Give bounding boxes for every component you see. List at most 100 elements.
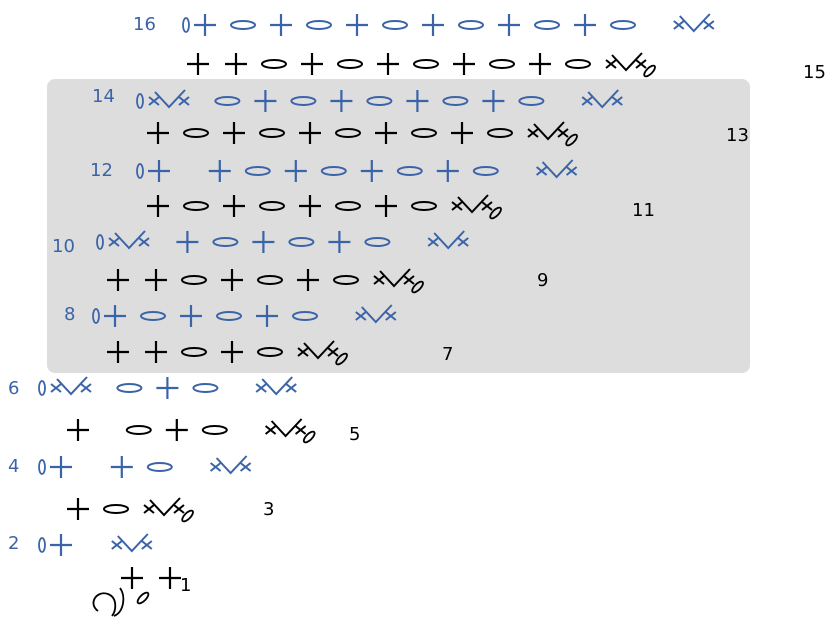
chain-symbol [487,128,513,138]
single-crochet-symbol [375,122,397,144]
row-label-5: 5 [349,424,360,445]
inc-cross-b [427,237,439,247]
single-crochet-symbol [252,231,275,253]
inc-cross-d [481,201,493,211]
chain-symbol [116,383,143,393]
chain-symbol [411,128,437,138]
row-label-16: 16 [133,14,156,35]
single-crochet-symbol [328,231,351,253]
row-label-12: 12 [90,160,113,181]
inc-cross-b [50,383,62,393]
inc-cross-b [355,311,367,321]
single-crochet-symbol [225,53,247,75]
inc-cross-b [527,128,539,138]
chain-symbol [214,96,241,106]
inc-cross-d [173,504,185,514]
chain-symbol [290,96,317,106]
single-crochet-symbol [299,195,321,217]
inc-cross-b [673,20,685,30]
single-crochet-symbol [330,90,353,112]
chain-symbol [288,237,315,247]
row-14-stitches [136,89,623,112]
chain-symbol [183,128,209,138]
inc-cross-b [255,383,267,393]
row-label-2: 2 [8,533,19,554]
chain-symbol [181,347,207,357]
single-crochet-symbol [107,341,129,363]
increase-symbol [355,304,397,324]
chain-symbol [396,166,423,176]
inc-cross-d [138,237,150,247]
row-1-stitches [121,567,181,589]
inc-cross-d [385,311,397,321]
single-crochet-symbol [297,269,319,291]
chain-symbol [259,201,285,211]
chain-symbol [534,20,560,30]
increase-symbol [427,230,469,250]
single-crochet-symbol [67,419,89,441]
inc-cross-b [108,237,120,247]
chain-symbol [244,166,271,176]
single-crochet-symbol [375,195,397,217]
turning-chain-symbol [181,509,194,523]
inc-v-stroke [154,89,186,109]
single-crochet-symbol [422,14,444,36]
chain-symbol [230,20,256,30]
increase-symbol [209,455,252,475]
chain-symbol [306,20,332,30]
row-labels: 1 2 3 4 5 6 7 8 9 10 11 12 13 14 15 16 [8,14,826,596]
inc-cross-d [703,20,715,30]
increase-symbol [264,418,307,438]
chain-symbol [261,59,287,69]
chain-symbol [411,201,437,211]
inc-cross-b [535,166,548,176]
inc-v-stroke [215,455,248,475]
row-label-9: 9 [537,270,548,291]
increase-symbol [108,230,150,250]
increase-symbol [581,89,623,109]
inc-v-stroke [533,121,565,141]
single-crochet-symbol [254,90,277,112]
chain-symbol [413,59,439,69]
inc-cross-d [80,383,92,393]
increase-symbol [143,497,185,517]
inc-v-stroke [541,159,574,179]
single-crochet-symbol [67,498,89,520]
repeat-highlight-box [47,79,750,373]
chain-symbol [125,425,152,435]
row-12-stitches [136,159,578,182]
chain-symbol [458,20,484,30]
row-13-stitches [147,121,578,147]
row-label-1: 1 [180,575,191,596]
row-16-stitches [182,13,715,36]
turning-chain-symbol [136,163,144,179]
single-crochet-symbol [221,341,243,363]
inc-v-stroke [433,230,465,250]
single-crochet-symbol [223,195,245,217]
row-label-15: 15 [803,62,826,83]
row-label-13: 13 [726,125,749,146]
row-label-6: 6 [8,378,19,399]
single-crochet-symbol [147,195,169,217]
inc-v-stroke [56,376,88,396]
row-5-stitches [67,418,316,444]
chain-symbol [140,311,166,321]
row-label-3: 3 [263,499,274,520]
inc-cross-b [373,275,385,285]
turning-chain-symbol [302,430,316,444]
inc-cross-d [141,540,153,550]
chain-symbol [103,504,129,514]
single-crochet-symbol [451,122,473,144]
chain-symbol [382,20,408,30]
single-crochet-symbol [270,14,292,36]
turning-chain-symbol [489,206,502,220]
row-11-stitches [147,194,502,220]
chain-symbol [257,275,283,285]
single-crochet-symbol [482,90,505,112]
turning-chain-symbol [565,133,578,147]
single-crochet-symbol [256,305,278,327]
turning-chain-symbol [643,64,656,78]
row-label-8: 8 [64,304,75,325]
inc-v-stroke [587,89,619,109]
single-crochet-symbol [104,305,126,327]
